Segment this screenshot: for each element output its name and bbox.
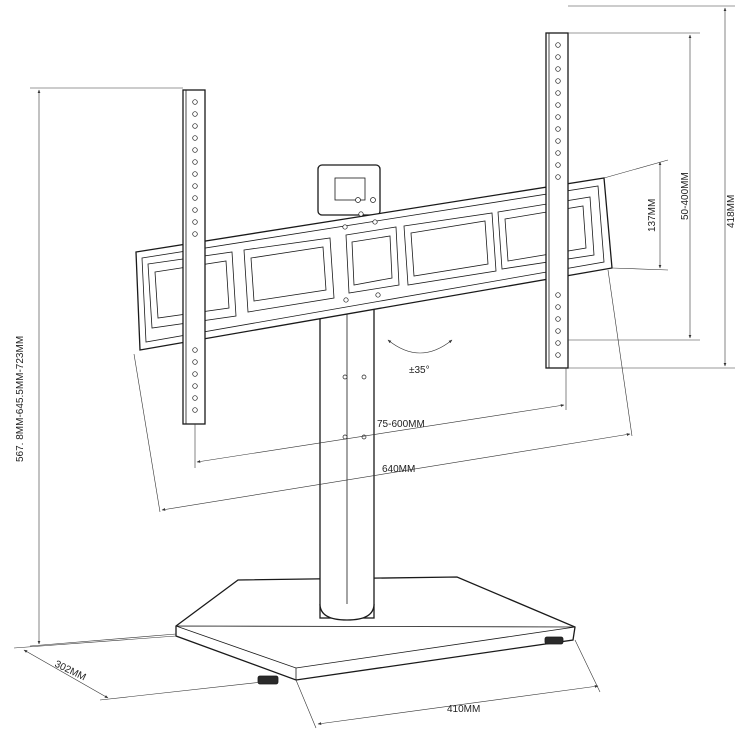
base-depth-label: 302MM [53,659,88,684]
vesa-horizontal-label: 75-600MM [377,419,425,430]
base-plate [175,576,576,685]
base-width-dimension [295,639,601,729]
vesa-horizontal-dimension [194,368,567,468]
tilt-label: ±35° [409,365,430,376]
bracket-height-dimension [568,5,735,369]
vesa-vertical-label: 50-400MM [680,172,691,220]
plate-height-dimension [603,159,669,271]
vesa-vertical-dimension [568,32,700,341]
tilt-arrow [387,339,453,354]
base-foot [544,636,564,645]
bracket-height-label: 418MM [726,195,737,228]
bracket-width-label: 640MM [382,464,415,475]
bracket-width-dimension [133,269,633,513]
total-height-dimension [29,87,183,647]
left-vertical-arm [182,89,206,425]
base-foot [257,675,279,685]
base-width-label: 410MM [447,704,480,715]
base-depth-dimension [13,635,263,701]
total-height-label: 567. 8MM-645.5MM-723MM [15,336,26,462]
right-vertical-arm [545,32,569,369]
column-head [317,164,381,216]
stand-column [319,299,375,621]
plate-height-label: 137MM [647,199,658,232]
